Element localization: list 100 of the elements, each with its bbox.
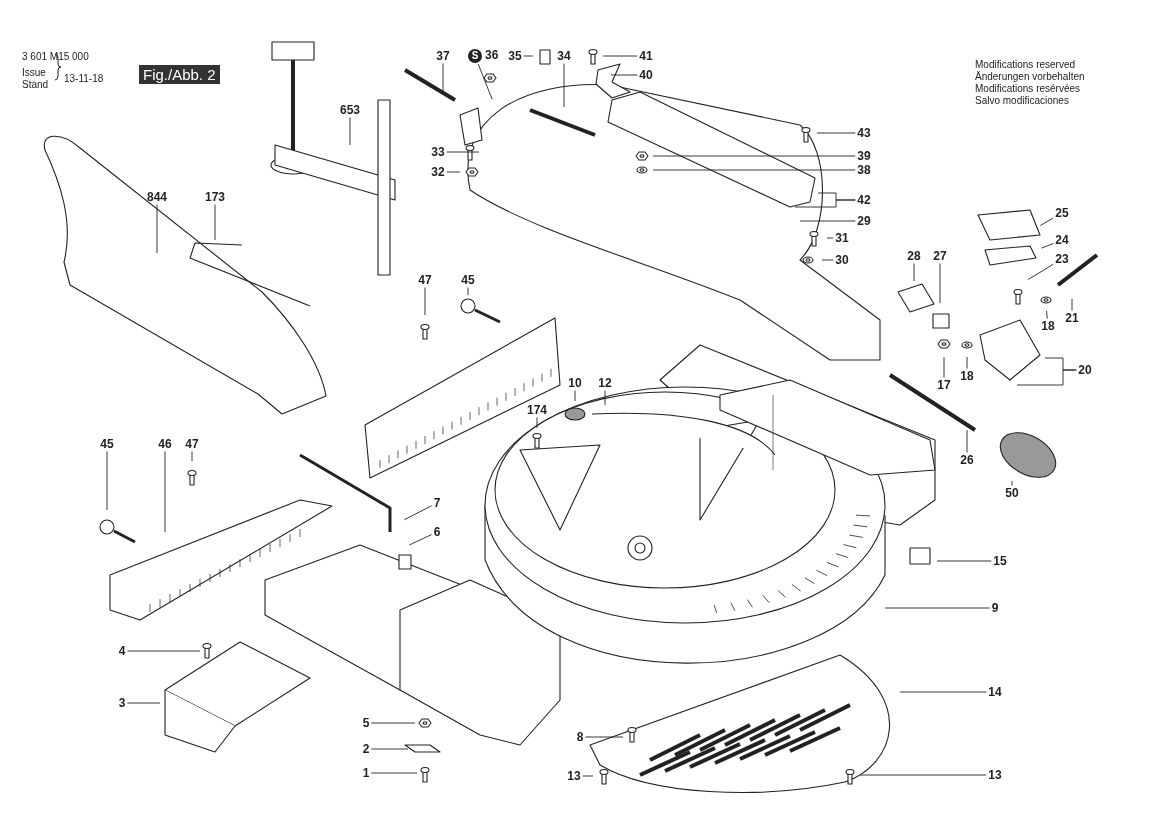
- leader-line: [582, 775, 594, 777]
- callout-number: 4: [117, 644, 127, 658]
- leader-line: [574, 390, 576, 402]
- leader-line: [126, 702, 161, 704]
- callout-number: 28: [906, 249, 922, 263]
- callout-number: 18: [959, 369, 975, 383]
- issue-label: Issue: [22, 67, 46, 78]
- callout-number: 18: [1040, 319, 1056, 333]
- callout-number: 34: [556, 49, 572, 63]
- leader-line: [442, 63, 444, 94]
- callout-number: 10: [567, 376, 583, 390]
- callout-number: 30: [834, 253, 850, 267]
- leader-line: [936, 560, 992, 562]
- note-line: Modifications reserved: [975, 59, 1076, 70]
- callout-number: 50: [1004, 486, 1020, 500]
- leader-line: [467, 287, 469, 296]
- leader-line: [604, 390, 606, 406]
- leader-line: [477, 63, 493, 100]
- leader-line: [370, 748, 409, 750]
- callout-number: 844: [146, 190, 168, 204]
- leader-line: [446, 151, 480, 153]
- callout-number: 47: [184, 437, 200, 451]
- callout-number: 33: [430, 145, 446, 159]
- callout-number: 39: [856, 149, 872, 163]
- callout-number: 13: [987, 768, 1003, 782]
- leader-line: [446, 171, 461, 173]
- callout-number: 26: [959, 453, 975, 467]
- callout-number: 31: [834, 231, 850, 245]
- callout-number: 6: [432, 525, 442, 539]
- leader-line: [821, 259, 834, 261]
- callout-number: 1: [361, 766, 371, 780]
- callout-number: 41: [638, 49, 654, 63]
- callout-number: 46: [157, 437, 173, 451]
- leader-line: [584, 736, 624, 738]
- leader-line: [156, 204, 158, 254]
- leader-line: [799, 220, 856, 222]
- callout-number: 25: [1054, 206, 1070, 220]
- callout-number: 36: [485, 50, 499, 61]
- leader-line: [1011, 480, 1013, 486]
- leader-line: [409, 534, 433, 546]
- callout-number: 21: [1064, 311, 1080, 325]
- leader-line: [106, 451, 108, 511]
- callout-number: 5: [361, 716, 371, 730]
- callout-number: 3: [117, 696, 127, 710]
- note-line: Änderungen vorbehalten: [975, 71, 1085, 82]
- leader-line: [523, 55, 534, 57]
- callout-number: 32: [430, 165, 446, 179]
- callout-number: 15: [992, 554, 1008, 568]
- leader-line: [1041, 243, 1054, 249]
- leader-line: [652, 169, 856, 171]
- leader-line: [913, 263, 915, 282]
- leader-line: [1016, 369, 1077, 386]
- leader-line: [1071, 298, 1073, 311]
- callout-number: 23: [1054, 252, 1070, 266]
- leader-line: [191, 451, 193, 462]
- leader-line: [1039, 217, 1054, 226]
- callout-number: 38: [856, 163, 872, 177]
- callout-number: 12: [597, 376, 613, 390]
- leader-line: [370, 772, 418, 774]
- callout-number: 37: [435, 49, 451, 63]
- callout-number: 24: [1054, 233, 1070, 247]
- leader-line: [794, 199, 856, 208]
- leader-line: [536, 417, 538, 429]
- figure-label: Fig./Abb. 2: [139, 65, 220, 84]
- callout-number: 7: [432, 496, 442, 510]
- leader-line: [939, 263, 941, 304]
- leader-line: [652, 155, 856, 157]
- leader-line: [966, 356, 968, 369]
- callout-number: 43: [856, 126, 872, 140]
- callout-number: 14: [987, 685, 1003, 699]
- note-line: Modifications resérvées: [975, 83, 1081, 94]
- callout-number: 20: [1077, 363, 1093, 377]
- callout-number: 29: [856, 214, 872, 228]
- leader-line: [370, 722, 416, 724]
- leader-line: [816, 132, 856, 134]
- leader-line: [943, 356, 945, 378]
- callout-number: 13: [566, 769, 582, 783]
- leader-line: [859, 774, 987, 776]
- callout-number: 45: [99, 437, 115, 451]
- callout-number: 27: [932, 249, 948, 263]
- stand-label: Stand: [22, 79, 49, 90]
- leader-line: [1046, 310, 1048, 319]
- leader-line: [610, 74, 638, 76]
- callout-number: 653: [339, 103, 361, 117]
- callout-number: 17: [936, 378, 952, 392]
- callout-number: 47: [417, 273, 433, 287]
- callout-number: 9: [990, 601, 1000, 615]
- issue-date: 13-11-18: [64, 73, 104, 84]
- callout-number: 173: [204, 190, 226, 204]
- note-line: Salvo modificaciones: [975, 95, 1069, 106]
- callout-number: 8: [575, 730, 585, 744]
- leader-line: [424, 287, 426, 316]
- callout-number: 45: [460, 273, 476, 287]
- leader-line: [214, 204, 216, 241]
- part-number: 3 601 M15 000: [22, 51, 89, 62]
- leader-line: [899, 691, 987, 693]
- leader-line: [349, 117, 351, 146]
- leader-line: [563, 63, 565, 108]
- callout-number: 35: [507, 49, 523, 63]
- callout-number: 40: [638, 68, 654, 82]
